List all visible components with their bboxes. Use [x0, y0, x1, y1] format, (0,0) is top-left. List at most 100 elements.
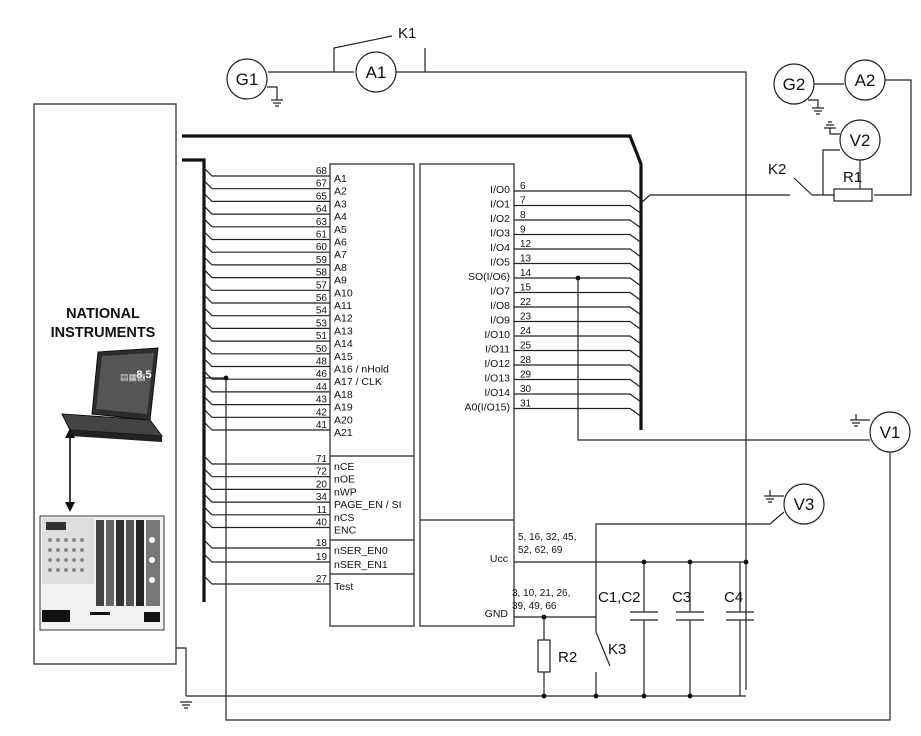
- pin-name: ENC: [334, 525, 357, 537]
- pin-name: A13: [334, 325, 353, 337]
- pin-number: 15: [520, 283, 532, 294]
- pin-number: 19: [316, 552, 328, 563]
- pin-name: A5: [334, 224, 347, 236]
- io-pin-15: I/O7 15: [490, 283, 642, 301]
- pin-number: 27: [316, 574, 328, 585]
- pin-name: I/O14: [484, 387, 510, 399]
- io-pin-6: I/O0 6: [490, 181, 642, 200]
- address-bus: [182, 134, 643, 430]
- pin-number: 71: [316, 454, 328, 465]
- pin-number: 42: [316, 407, 328, 418]
- pin-number: 51: [316, 331, 328, 342]
- io-pin-25: I/O11 25: [485, 341, 642, 359]
- flash-chip: [329, 163, 515, 627]
- pin-number: 56: [316, 293, 328, 304]
- pin-name: A3: [334, 198, 347, 210]
- power-rails: R2 K3 C1,C2 C3 C4: [180, 275, 754, 709]
- v3-voltmeter: [783, 483, 825, 525]
- pin-name: I/O0: [490, 184, 510, 196]
- ser-pin-19: 19 nSER_EN1: [203, 552, 388, 571]
- ucc-pin-numbers-1: 5, 16, 32, 45,: [518, 532, 576, 543]
- address-pins: 68A167A265A364A463A561A660A759A858A957A1…: [203, 166, 389, 439]
- supply-circuit-right: G2 A2 V2 R1 K2: [640, 59, 912, 204]
- laptop-screen-logo: ▤▦▤: [120, 372, 146, 382]
- pin-number: 40: [316, 518, 328, 529]
- g1-label: G1: [236, 70, 259, 89]
- pin-name: A15: [334, 351, 353, 363]
- pin-name: A19: [334, 402, 353, 414]
- pin-number: 8: [520, 210, 526, 221]
- pin-name: I/O11: [485, 344, 510, 356]
- pin-name: A12: [334, 313, 353, 325]
- v2-label: V2: [850, 131, 871, 150]
- r1-label: R1: [843, 169, 862, 186]
- pin-number: 30: [520, 384, 532, 395]
- io-pin-12: I/O4 12: [490, 239, 642, 258]
- pin-number: 68: [316, 166, 328, 177]
- pin-number: 60: [316, 242, 328, 253]
- ucc-label: Ucc: [490, 553, 508, 565]
- gnd-pin-numbers-2: 39, 49, 66: [512, 601, 557, 612]
- gnd-pin-numbers-1: 3, 10, 21, 26,: [512, 588, 570, 599]
- io-pin-14: SO(I/O6) 14: [468, 268, 642, 287]
- io-pin-31: A0(I/O15)31: [464, 399, 642, 417]
- supply-circuit-top: G1 A1 K1: [226, 25, 747, 690]
- pin-name: A14: [334, 338, 353, 350]
- pin-number: 11: [317, 505, 328, 516]
- laptop-icon: 8.5 ▤▦▤: [61, 347, 164, 442]
- pin-number: 25: [520, 341, 532, 352]
- pin-number: 59: [316, 255, 328, 266]
- pin-number: 31: [520, 399, 532, 410]
- r2-label: R2: [558, 649, 577, 666]
- pin-number: 7: [520, 196, 526, 207]
- pin-name: I/O4: [490, 242, 510, 254]
- bidirectional-arrow-icon: [65, 428, 75, 512]
- pin-name: A7: [334, 249, 347, 261]
- pin-name: A18: [334, 389, 353, 401]
- pin-name: I/O7: [490, 286, 510, 298]
- pin-name: nSER_EN1: [334, 559, 388, 571]
- pin-number: 34: [316, 492, 328, 503]
- pin-number: 61: [316, 230, 328, 241]
- pin-name: nOE: [334, 474, 355, 486]
- pin-name: A9: [334, 275, 347, 287]
- pin-name: SO(I/O6): [468, 271, 510, 283]
- pin-number: 53: [316, 318, 328, 329]
- pin-name: I/O5: [490, 257, 510, 269]
- pin-number: 50: [316, 344, 328, 355]
- pin-number: 65: [316, 191, 328, 202]
- pin-name: I/O2: [490, 213, 510, 225]
- v3-circuit: V3: [595, 483, 825, 562]
- pin-name: A1: [334, 173, 347, 185]
- pxi-chassis-icon: [39, 515, 165, 631]
- pin-name: PAGE_EN / SI: [334, 499, 402, 511]
- ni-brand-line1: NATIONAL: [66, 306, 140, 322]
- io-pin-30: I/O14 30: [484, 384, 642, 403]
- laptop-screen-text: 8.5: [136, 369, 151, 381]
- pin-number: 20: [316, 479, 328, 490]
- pin-number: 6: [520, 181, 526, 192]
- pin-number: 12: [520, 239, 532, 250]
- pin-number: 14: [520, 268, 532, 279]
- pin-number: 23: [520, 312, 532, 323]
- pin-name: I/O9: [490, 315, 510, 327]
- pin-number: 44: [316, 382, 328, 393]
